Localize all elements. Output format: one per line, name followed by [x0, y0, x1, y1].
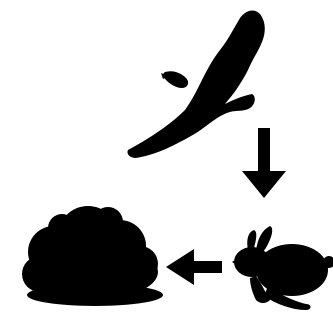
hawk-icon: [127, 11, 264, 158]
arrow-down-icon: [242, 128, 286, 198]
arrow-left-icon: [166, 249, 222, 285]
shrub-icon: [22, 206, 163, 306]
rabbit-icon: [232, 226, 333, 310]
